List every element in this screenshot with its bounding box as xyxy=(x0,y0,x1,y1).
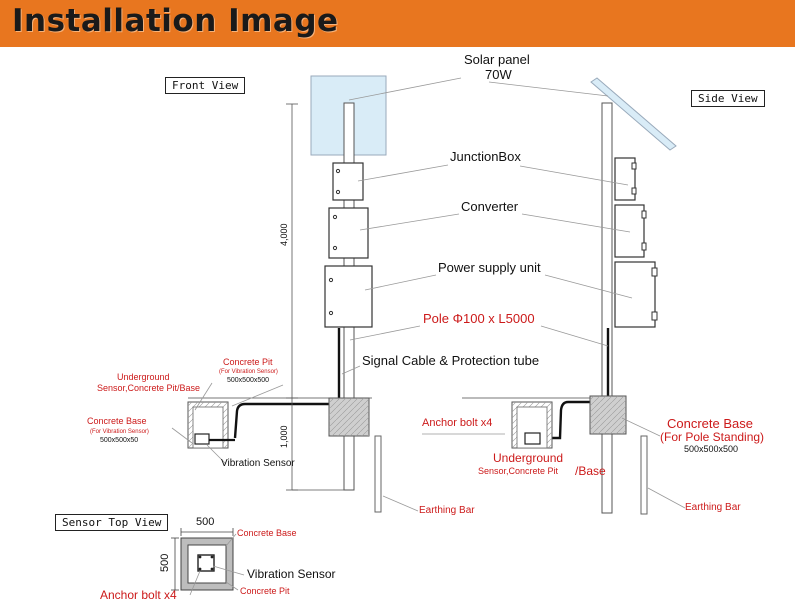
front-converter xyxy=(328,207,369,259)
side-power-supply xyxy=(614,261,656,328)
front-junction-box xyxy=(332,162,364,201)
front-concrete-pit-size: 500x500x500 xyxy=(227,377,270,384)
side-concrete-base-size: 500x500x500 xyxy=(684,444,739,454)
top-concrete-pit-label: Concrete Pit xyxy=(240,586,290,596)
side-earthing-bar xyxy=(640,435,648,515)
front-concrete-pit-note: (For Vibration Sensor) xyxy=(219,369,278,375)
side-underground-line2b: /Base xyxy=(575,464,606,478)
front-concrete-pit-label: Concrete Pit xyxy=(223,357,273,367)
junction-box-label: JunctionBox xyxy=(450,149,521,164)
side-earthing-bar-label: Earthing Bar xyxy=(685,502,741,513)
sensor-top-drawing xyxy=(171,528,234,591)
front-view-drawing xyxy=(187,75,387,513)
side-vibration-sensor xyxy=(524,432,541,445)
side-underground-line1: Underground xyxy=(493,451,564,465)
side-pole xyxy=(601,102,613,514)
solar-panel-power-label: 70W xyxy=(485,67,512,82)
front-power-supply xyxy=(324,265,373,328)
front-underground-line2: Sensor,Concrete Pit/Base xyxy=(97,383,201,393)
solar-panel-label: Solar panel xyxy=(464,52,530,67)
pole-label: Pole Φ100 x L5000 xyxy=(423,311,535,326)
top-height-dimension: 500 xyxy=(159,553,171,572)
side-view-label: Side View xyxy=(691,90,765,107)
side-view-drawing xyxy=(462,77,677,515)
power-supply-label: Power supply unit xyxy=(438,260,541,275)
side-converter xyxy=(614,204,645,258)
top-anchor-bolt-label: Anchor bolt x4 xyxy=(100,588,177,602)
front-earthing-bar-label: Earthing Bar xyxy=(419,505,475,516)
front-earthing-bar xyxy=(374,435,382,513)
front-concrete-base-label: Concrete Base xyxy=(87,416,147,426)
front-vibration-sensor-label: Vibration Sensor xyxy=(221,458,295,469)
top-width-dimension: 500 xyxy=(196,516,215,528)
dimension-height: 4,000 xyxy=(279,223,289,246)
front-underground-line1: Underground xyxy=(117,372,170,382)
top-vibration-sensor xyxy=(197,554,215,572)
dimension-depth: 1,000 xyxy=(279,425,289,448)
signal-cable-label: Signal Cable & Protection tube xyxy=(362,353,540,368)
side-anchor-bolt-label: Anchor bolt x4 xyxy=(422,417,493,429)
side-concrete-base-label: Concrete Base xyxy=(667,416,753,431)
front-view-label: Front View xyxy=(165,77,246,94)
front-concrete-base-note: (For Vibration Sensor) xyxy=(90,429,149,435)
side-solar-panel xyxy=(590,77,677,151)
header-banner: Installation Image xyxy=(0,0,795,47)
front-vibration-sensor xyxy=(194,433,210,445)
sensor-top-view-label: Sensor Top View xyxy=(55,514,169,531)
page-title: Installation Image xyxy=(12,3,339,39)
top-concrete-base-label: Concrete Base xyxy=(237,528,297,538)
side-junction-box xyxy=(614,157,636,201)
leader-lines xyxy=(171,77,686,596)
side-underground-line2a: Sensor,Concrete Pit xyxy=(478,466,559,476)
converter-label: Converter xyxy=(461,199,519,214)
side-concrete-base-note: (For Pole Standing) xyxy=(660,430,765,444)
front-concrete-base-size: 500x500x50 xyxy=(100,437,139,444)
top-vibration-sensor-label: Vibration Sensor xyxy=(247,567,336,581)
